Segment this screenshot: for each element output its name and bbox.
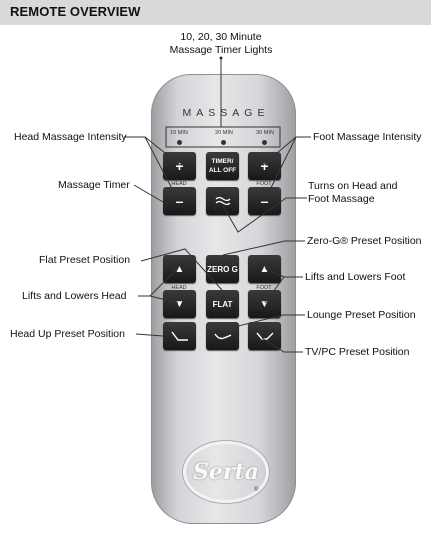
zero-g-button[interactable]: ZERO G	[206, 255, 239, 283]
foot-label-top: FOOT	[256, 181, 272, 187]
head-up-callout: Head Up Preset Position	[10, 328, 125, 340]
massage-label: MASSAGE	[182, 107, 270, 119]
head-massage-plus-button[interactable]: +	[163, 152, 196, 180]
tv-pc-callout: TV/PC Preset Position	[305, 346, 410, 358]
flat-callout: Flat Preset Position	[39, 254, 131, 266]
massage-timer-line	[133, 184, 164, 203]
lounge-callout: Lounge Preset Position	[307, 309, 416, 321]
zero-g-line	[222, 240, 305, 256]
foot-massage-minus-button[interactable]: –	[248, 187, 281, 215]
section-header: REMOTE OVERVIEW	[0, 0, 431, 25]
foot-intensity-line-1	[262, 136, 311, 166]
foot-intensity-callout: Foot Massage Intensity	[313, 131, 422, 143]
serta-logo: Serta	[183, 441, 269, 503]
head-up-button[interactable]: ▲	[163, 255, 196, 283]
lounge-preset-icon	[213, 333, 231, 340]
head-massage-minus-button[interactable]: –	[163, 187, 196, 215]
lifts-foot-line-1	[264, 267, 303, 278]
head-down-button[interactable]: ▼	[163, 290, 196, 318]
timer-all-off-button[interactable]: TIMER/ ALL OFF	[206, 152, 239, 180]
timer-lights-callout: 10, 20, 30 Minute Massage Timer Lights	[169, 31, 273, 56]
timer-light-10	[177, 140, 182, 145]
tv-pc-line	[261, 337, 303, 353]
timer-light-20	[221, 140, 226, 145]
foot-down-button[interactable]: ▼	[248, 290, 281, 318]
timer-lights-box	[165, 126, 281, 148]
head-label-top: HEAD	[171, 181, 187, 187]
zero-g-callout: Zero-G® Preset Position	[307, 235, 422, 247]
turns-on-callout: Turns on Head and Foot Massage	[308, 180, 398, 205]
foot-label-bottom: FOOT	[256, 285, 272, 291]
lifts-foot-callout: Lifts and Lowers Foot	[305, 271, 406, 283]
timer-label-10: 10 MIN	[170, 130, 188, 136]
head-label-bottom: HEAD	[171, 285, 187, 291]
section-title: REMOTE OVERVIEW	[10, 4, 141, 19]
massage-on-button[interactable]	[206, 187, 239, 215]
flat-button[interactable]: FLAT	[206, 290, 239, 318]
timer-label-30: 30 MIN	[256, 130, 274, 136]
lifts-foot-line-2	[264, 276, 285, 304]
wave-icon	[215, 196, 230, 206]
registered-mark: ®	[254, 487, 259, 493]
flat-line	[140, 248, 223, 291]
head-intensity-line-2	[144, 136, 179, 201]
head-intensity-callout: Head Massage Intensity	[14, 131, 127, 143]
head-up-preset-icon	[170, 331, 188, 341]
lifts-head-callout: Lifts and Lowers Head	[22, 290, 127, 302]
lifts-head-line-2	[149, 295, 179, 304]
lounge-line	[221, 314, 305, 331]
timer-light-30	[262, 140, 267, 145]
lifts-head-line-1	[138, 267, 179, 297]
tv-pc-preset-button[interactable]	[248, 322, 281, 350]
foot-intensity-line-2	[264, 136, 297, 201]
head-up-line	[135, 333, 164, 337]
massage-timer-callout: Massage Timer	[58, 179, 130, 191]
timer-label-20: 20 MIN	[215, 130, 233, 136]
turns-on-line	[221, 197, 307, 233]
foot-up-button[interactable]: ▲	[248, 255, 281, 283]
foot-massage-plus-button[interactable]: +	[248, 152, 281, 180]
head-up-preset-button[interactable]	[163, 322, 196, 350]
